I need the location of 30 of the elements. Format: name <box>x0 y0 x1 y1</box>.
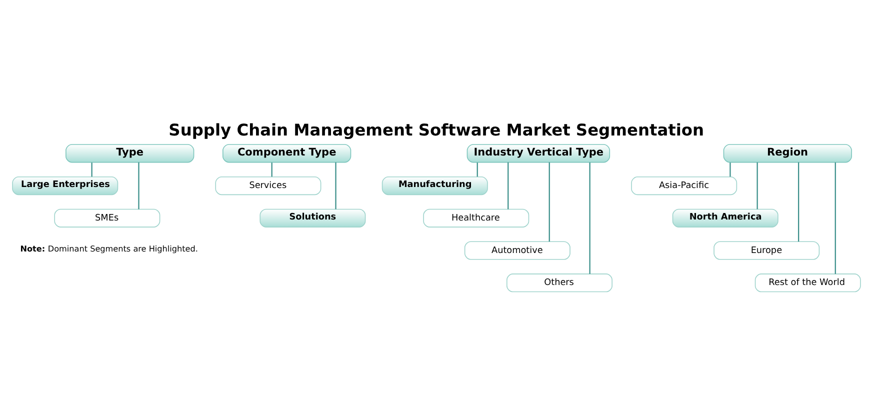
connector <box>138 162 140 210</box>
node-box: Region <box>723 144 852 163</box>
connector <box>756 162 758 210</box>
node-box: Component Type <box>222 144 352 163</box>
node-box: North America <box>672 208 778 228</box>
connector <box>335 162 336 210</box>
node-box: Others <box>506 274 612 292</box>
node-box: Automotive <box>464 241 570 260</box>
connector <box>508 162 509 210</box>
node-box: Healthcare <box>423 208 530 228</box>
node-box: Europe <box>714 241 820 260</box>
node-box: SMEs <box>54 208 160 228</box>
connector <box>91 162 92 177</box>
node-box: Manufacturing <box>382 176 488 196</box>
connector <box>271 162 272 177</box>
connector <box>476 162 478 177</box>
node-box: Rest of the World <box>754 274 861 292</box>
node-box: Asia-Pacific <box>631 176 738 196</box>
connector <box>798 162 800 242</box>
connector <box>548 162 550 242</box>
node-box: Services <box>215 176 322 196</box>
node-box: Industry Vertical Type <box>466 144 610 163</box>
node-box: Large Enterprises <box>12 176 118 196</box>
diagram-title: Supply Chain Management Software Market Segmentation <box>168 120 704 140</box>
connector <box>834 162 836 274</box>
connector <box>730 162 731 177</box>
connector <box>589 162 590 274</box>
node-box: Type <box>66 144 194 163</box>
node-box: Solutions <box>260 208 366 228</box>
label: Note: Dominant Segments are Highlighted. <box>20 244 198 254</box>
